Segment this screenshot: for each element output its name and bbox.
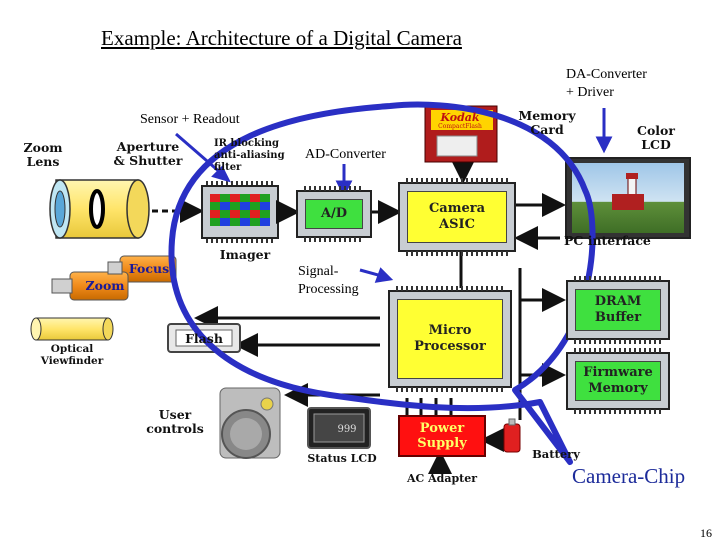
camera-chip-callout: [168, 101, 596, 465]
imager-label: Imager: [219, 247, 271, 262]
slide-title: Example: Architecture of a Digital Camer…: [101, 26, 462, 50]
ad-converter-label: A/D: [305, 199, 363, 229]
status-lcd-label: Status LCD: [307, 452, 377, 465]
battery-graphic: [503, 418, 521, 453]
zoom-lens-graphic: [49, 179, 150, 239]
aperture-shutter-label: Aperture& Shutter: [113, 139, 183, 168]
imager-chip-graphic: [201, 181, 279, 243]
kodak-brand: Kodak: [440, 111, 480, 124]
status-lcd-digits: 999: [337, 424, 357, 435]
flash-label: Flash: [185, 331, 223, 346]
pc-interface-label: PC interface: [564, 233, 651, 248]
ac-adapter-label: AC Adapter: [406, 472, 478, 485]
zoom-label: Zoom: [85, 278, 125, 293]
color-lcd-graphic: [565, 157, 691, 239]
page-number: 16: [700, 526, 712, 540]
status-lcd-graphic: [307, 407, 371, 449]
ad-converter-annotation: AD-Converter: [305, 146, 386, 164]
signal-processing-annotation: Signal-Processing: [298, 263, 359, 299]
camera-chip-annotation: Camera-Chip: [572, 464, 686, 488]
kodak-sub: CompactFlash: [438, 123, 482, 130]
optical-viewfinder-graphic: [30, 317, 114, 341]
focus-label: Focus: [128, 261, 170, 276]
focus-zoom-motors-graphic: [51, 255, 177, 301]
ad-converter-chip: A/D: [296, 186, 372, 242]
da-converter-annotation: DA-Converter+ Driver: [566, 67, 647, 100]
battery-label: Battery: [532, 447, 580, 461]
user-controls-graphic: [219, 387, 281, 459]
sensor-readout-annotation: Sensor + Readout: [140, 112, 240, 127]
